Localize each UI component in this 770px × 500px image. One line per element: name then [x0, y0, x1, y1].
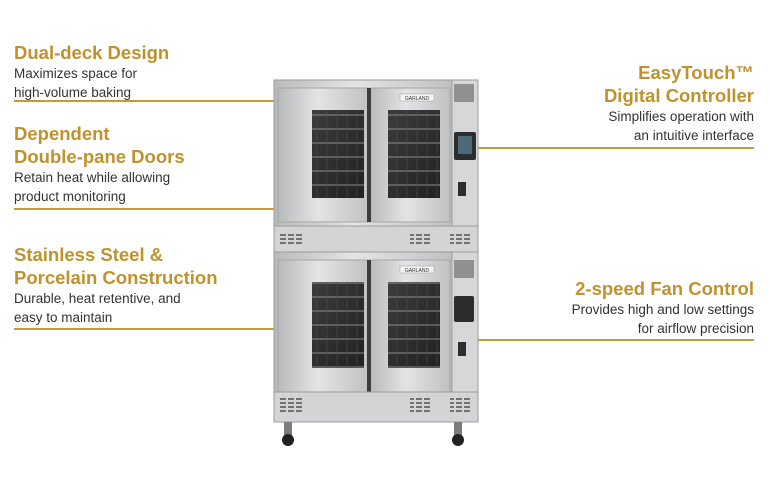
- feature-doors: Dependent Double-pane Doors Retain heat …: [14, 122, 185, 206]
- feature-fan: 2-speed Fan Control Provides high and lo…: [572, 277, 754, 338]
- oven-brand-upper: GARLAND: [405, 96, 430, 102]
- feature-controller: EasyTouch™ Digital Controller Simplifies…: [604, 61, 754, 145]
- feature-title: 2-speed Fan Control: [575, 278, 754, 299]
- feature-title: Dual-deck Design: [14, 42, 170, 63]
- feature-desc-line: product monitoring: [14, 189, 126, 204]
- feature-title: Dependent: [14, 123, 110, 144]
- callout-line: [476, 339, 754, 341]
- feature-desc-line: high-volume baking: [14, 85, 132, 100]
- feature-desc-line: an intuitive interface: [633, 128, 754, 143]
- feature-desc-line: Durable, heat retentive, and: [14, 291, 181, 306]
- feature-title: EasyTouch™: [638, 62, 754, 83]
- feature-title: Double-pane Doors: [14, 146, 185, 167]
- feature-title: Porcelain Construction: [14, 267, 218, 288]
- convection-oven-image: GARLAND GARLAND: [273, 79, 479, 446]
- feature-dual-deck: Dual-deck Design Maximizes space for hig…: [14, 41, 169, 102]
- feature-desc-line: Simplifies operation with: [608, 109, 754, 124]
- callout-line: [476, 147, 754, 149]
- feature-title: Stainless Steel &: [14, 244, 164, 265]
- feature-desc-line: for airflow precision: [637, 321, 754, 336]
- feature-title: Digital Controller: [603, 85, 754, 106]
- feature-desc-line: Retain heat while allowing: [14, 170, 171, 185]
- callout-line: [14, 208, 286, 210]
- feature-desc-line: easy to maintain: [14, 310, 113, 325]
- callout-line: [14, 328, 286, 330]
- oven-brand-lower: GARLAND: [405, 268, 430, 274]
- feature-steel: Stainless Steel & Porcelain Construction…: [14, 243, 218, 327]
- feature-desc-line: Provides high and low settings: [571, 302, 754, 317]
- feature-desc-line: Maximizes space for: [14, 66, 138, 81]
- callout-line: [14, 100, 286, 102]
